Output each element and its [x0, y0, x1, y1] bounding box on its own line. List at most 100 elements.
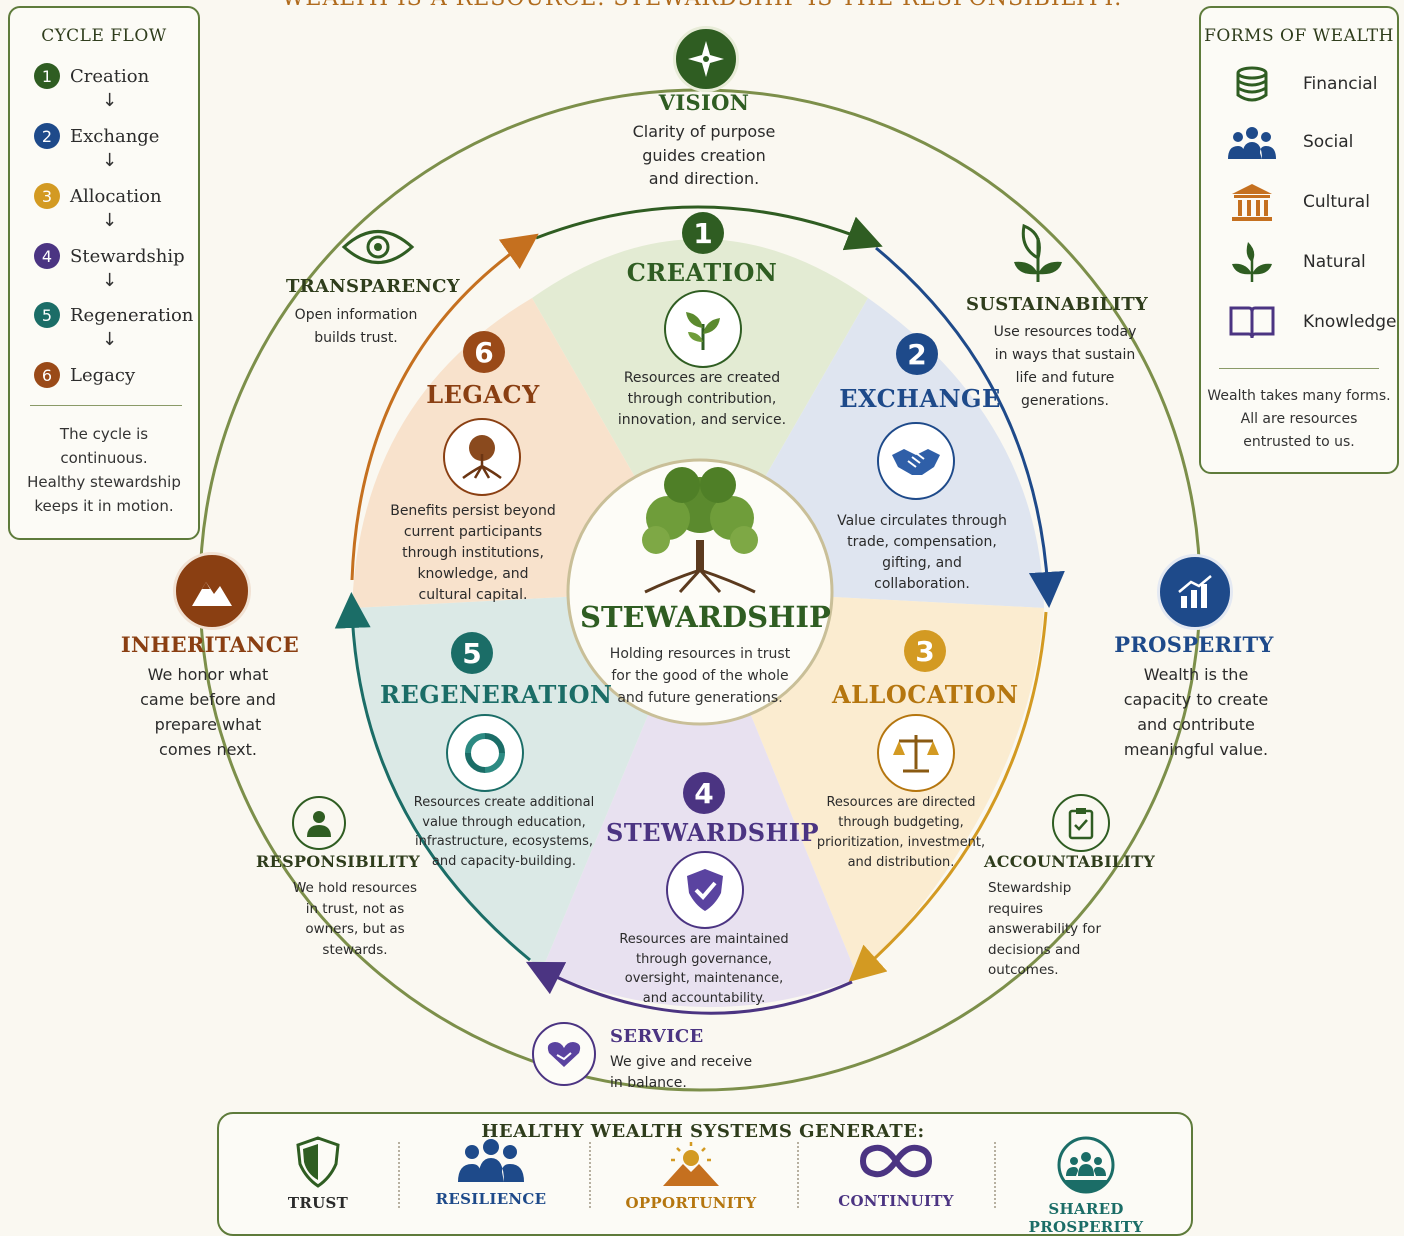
outcome-divider [797, 1142, 799, 1208]
sustainability-title: SUSTAINABILITY [966, 294, 1149, 315]
outcome-opportunity: OPPORTUNITY [601, 1136, 781, 1212]
clipboard-check-icon [1052, 794, 1110, 852]
community-icon [996, 1136, 1176, 1198]
flow-arrow: ↓ [102, 150, 118, 171]
segment-number-stewardship: 4 [683, 772, 725, 814]
wealth-item-financial: Financial [1227, 64, 1377, 104]
forms-divider [1219, 368, 1379, 369]
wealth-item-knowledge: Knowledge [1227, 302, 1396, 342]
segment-number-allocation: 3 [904, 630, 946, 672]
book-icon [1227, 302, 1277, 342]
outcome-continuity: CONTINUITY [806, 1136, 986, 1210]
inheritance-title: INHERITANCE [120, 632, 300, 657]
segment-title-legacy: LEGACY [426, 380, 540, 409]
leaf-icon [1010, 218, 1066, 286]
service-title: SERVICE [610, 1026, 704, 1047]
eye-icon [340, 222, 416, 272]
sunrise-icon [601, 1136, 781, 1192]
outcome-shared-prosperity: SHARED PROSPERITY [996, 1136, 1176, 1236]
scales-icon [877, 714, 955, 792]
accountability-title: ACCOUNTABILITY [984, 852, 1156, 871]
group-icon [401, 1136, 581, 1188]
infinity-icon [806, 1136, 986, 1190]
people-icon [1227, 122, 1277, 162]
museum-icon [1227, 182, 1277, 222]
segment-title-regeneration: REGENERATION [380, 680, 613, 709]
cycle-flow-title: CYCLE FLOW [41, 26, 167, 46]
wealth-item-natural: Natural [1227, 242, 1366, 282]
vision-title: VISION [658, 90, 750, 115]
roots-tree-icon [443, 418, 521, 496]
transparency-title: TRANSPARENCY [286, 276, 460, 297]
plant-icon [1227, 242, 1277, 282]
banner-text: WEALTH IS A RESOURCE. STEWARDSHIP IS THE… [0, 0, 1404, 11]
responsibility-title: RESPONSIBILITY [256, 852, 420, 871]
handshake-icon [877, 422, 955, 500]
segment-title-exchange: EXCHANGE [839, 384, 1001, 413]
cycle-flow-divider [30, 405, 182, 406]
outcome-divider [589, 1142, 591, 1208]
arrow-regeneration-legacy [334, 592, 531, 962]
arrow-creation-exchange [535, 205, 883, 251]
growth-chart-icon [1157, 554, 1233, 630]
arrow-exchange-allocation [875, 246, 1065, 608]
center-circle [566, 458, 834, 726]
segment-creation-bg [532, 239, 868, 590]
compass-icon [673, 26, 739, 92]
person-icon [292, 796, 346, 850]
flow-arrow: ↓ [102, 329, 118, 350]
coins-icon [1227, 64, 1277, 104]
center-title: STEWARDSHIP [580, 600, 831, 634]
segment-number-creation: 1 [682, 212, 724, 254]
segment-title-allocation: ALLOCATION [832, 680, 1019, 709]
recycle-icon [446, 714, 524, 792]
flow-arrow: ↓ [102, 210, 118, 231]
segment-number-legacy: 6 [463, 331, 505, 373]
segment-title-stewardship: STEWARDSHIP [606, 818, 820, 847]
forms-of-wealth-title: FORMS OF WEALTH [1204, 26, 1394, 46]
outcome-resilience: RESILIENCE [401, 1136, 581, 1208]
wealth-item-cultural: Cultural [1227, 182, 1370, 222]
wealth-item-social: Social [1227, 122, 1353, 162]
forms-of-wealth-panel: FORMS OF WEALTH Financial Social Cultura… [1199, 6, 1399, 474]
shield-check-icon [666, 851, 744, 929]
arrow-legacy-creation [350, 233, 539, 581]
flow-arrow: ↓ [102, 90, 118, 111]
shield-icon [228, 1136, 408, 1192]
mountains-icon [173, 552, 251, 630]
arrow-stewardship-regeneration [525, 961, 853, 1015]
flow-arrow: ↓ [102, 270, 118, 291]
forms-of-wealth-note: Wealth takes many forms.All are resource… [1207, 388, 1391, 450]
segment-number-regeneration: 5 [451, 632, 493, 674]
outcome-divider [398, 1142, 400, 1208]
segment-number-exchange: 2 [896, 333, 938, 375]
outcomes-title: HEALTHY WEALTH SYSTEMS GENERATE: [481, 1121, 925, 1142]
sprout-icon [664, 290, 742, 368]
segment-title-creation: CREATION [626, 258, 778, 287]
arrow-allocation-stewardship [848, 611, 1048, 982]
heart-hands-icon [532, 1022, 596, 1086]
outcome-divider [994, 1142, 996, 1208]
